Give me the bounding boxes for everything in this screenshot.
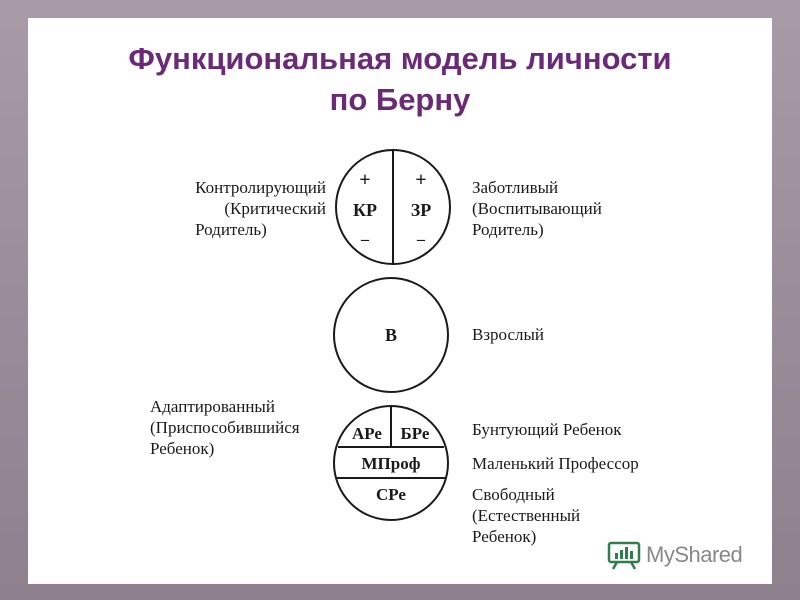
- adapted-child-line-3: Ребенок): [150, 439, 215, 458]
- myshared-logo: MyShared: [607, 538, 743, 572]
- parent-right-minus: –: [416, 231, 426, 248]
- presentation-board-icon: [607, 541, 641, 570]
- free-child-label: Свободный (Естественный Ребенок): [472, 484, 580, 547]
- title-line-1: Функциональная модель личности: [128, 41, 672, 76]
- nurturing-parent-line-2: (Воспитывающий: [472, 199, 602, 218]
- slide-canvas: [28, 18, 772, 584]
- critical-parent-line-3: Родитель): [195, 220, 267, 239]
- free-child-line-3: Ребенок): [472, 527, 537, 546]
- nurturing-parent-line-3: Родитель): [472, 220, 544, 239]
- parent-left-code: КР: [353, 200, 377, 220]
- adult-code: В: [385, 325, 397, 345]
- critical-parent-line-1: Контролирующий: [195, 178, 326, 197]
- adult-label: Взрослый: [472, 325, 545, 344]
- little-professor-label: Маленький Профессор: [472, 454, 639, 473]
- parent-right-plus: +: [415, 169, 426, 191]
- nurturing-parent-label: Заботливый (Воспитывающий Родитель): [472, 177, 602, 240]
- parent-right-code: ЗР: [411, 200, 432, 220]
- adapted-child-line-2: (Приспособившийся: [150, 418, 300, 437]
- critical-parent-line-2: (Критический: [224, 199, 326, 218]
- slide-title: Функциональная модель личности по Берну: [0, 38, 800, 120]
- parent-left-minus: –: [360, 231, 370, 248]
- title-line-2: по Берну: [329, 82, 471, 117]
- rebel-child-label: Бунтующий Ребенок: [472, 420, 622, 439]
- adapted-child-label: Адаптированный (Приспособившийся Ребенок…: [150, 396, 300, 459]
- free-child-line-1: Свободный: [472, 485, 555, 504]
- logo-text: MyShared: [646, 542, 743, 567]
- nurturing-parent-line-1: Заботливый: [472, 178, 559, 197]
- adult-circle: [333, 277, 449, 393]
- critical-parent-label: Контролирующий (Критический Родитель): [195, 177, 326, 240]
- child-rebel-code: БРе: [401, 424, 430, 443]
- free-child-line-2: (Естественный: [472, 506, 581, 525]
- child-free-code: СРе: [376, 485, 406, 504]
- adapted-child-line-1: Адаптированный: [150, 397, 275, 416]
- parent-left-plus: +: [359, 169, 370, 191]
- child-professor-code: МПроф: [362, 454, 421, 473]
- child-adapted-code: АРе: [352, 424, 382, 443]
